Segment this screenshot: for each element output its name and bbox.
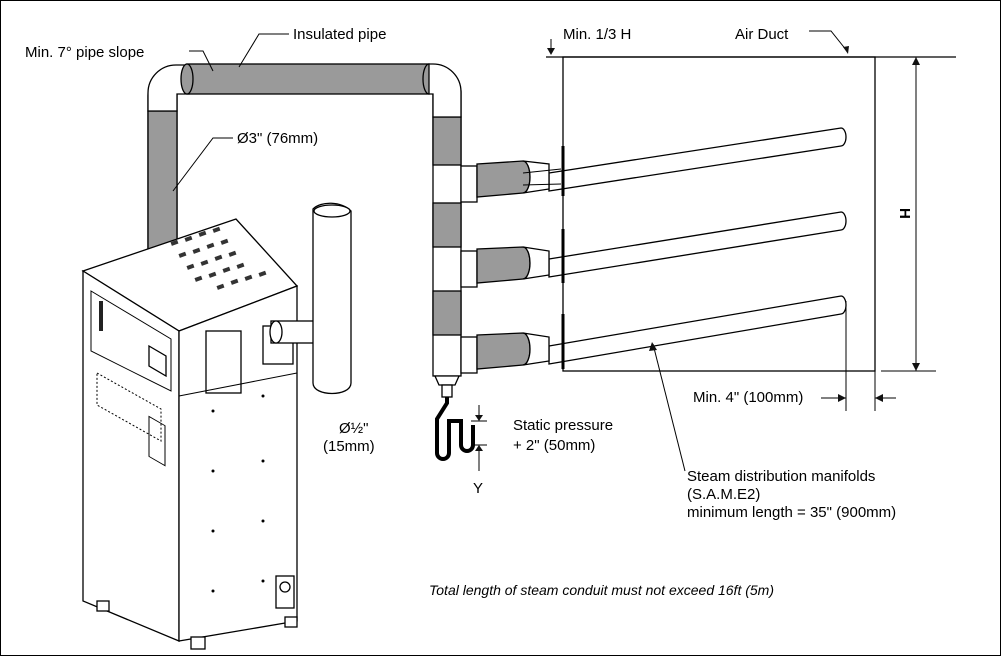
top-vent-holes bbox=[170, 226, 267, 290]
label-static-pressure-add: + 2" (50mm) bbox=[513, 437, 595, 454]
footnote: Total length of steam conduit must not e… bbox=[429, 582, 774, 598]
humidifier-unit bbox=[81, 218, 299, 650]
label-pipe-slope: Min. 7° pipe slope bbox=[25, 44, 144, 61]
label-drain-diameter: Ø½" bbox=[339, 420, 369, 437]
steam-outlet-hose bbox=[269, 202, 352, 395]
label-pipe-diameter: Ø3" (76mm) bbox=[237, 130, 318, 147]
label-manifolds: Steam distribution manifolds bbox=[687, 468, 875, 485]
drain-trap bbox=[435, 397, 487, 471]
label-min-third-h: Min. 1/3 H bbox=[563, 26, 631, 43]
label-min-clearance: Min. 4" (100mm) bbox=[693, 389, 803, 406]
dimension-lines bbox=[172, 30, 936, 472]
label-height-h: H bbox=[896, 208, 913, 219]
label-manifolds-model: (S.A.M.E2) bbox=[687, 486, 760, 503]
label-static-pressure: Static pressure bbox=[513, 417, 613, 434]
insulated-pipe bbox=[147, 63, 462, 277]
label-air-duct: Air Duct bbox=[735, 26, 789, 43]
front-vent bbox=[96, 372, 162, 442]
label-insulated-pipe: Insulated pipe bbox=[293, 26, 386, 43]
air-duct bbox=[546, 56, 956, 372]
header-pipe bbox=[432, 90, 562, 398]
label-trap-y: Y bbox=[473, 480, 483, 497]
label-manifolds-length: minimum length = 35" (900mm) bbox=[687, 504, 896, 521]
label-drain-diameter-mm: (15mm) bbox=[323, 438, 375, 455]
steam-manifold-tubes bbox=[548, 127, 847, 369]
